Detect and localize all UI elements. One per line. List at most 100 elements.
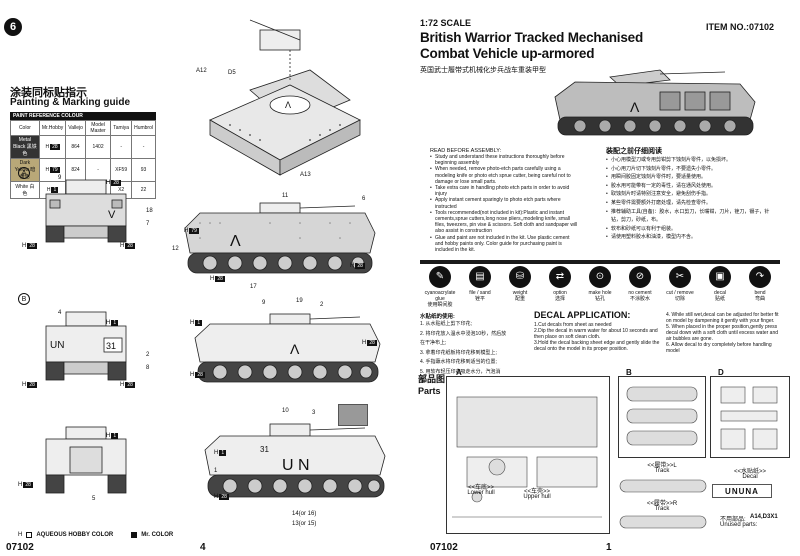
footer-page-number: 4 [200,542,206,553]
left-page: 6 涂装同标贴指示 Painting & Marking guide PAINT… [4,18,386,553]
list-item: 胶水用可能带有一定的毒性，请在通风处使用。 [606,182,778,191]
footer-page-number: 1 [606,542,612,553]
list-item: 某些零件需要额外打磨处理，请先检查零件。 [606,199,778,208]
track-r-drawing [619,515,707,529]
callout-13: 13(or 15) [292,521,317,527]
list-item: 3. 拿着印花纸板将印花移到模型上; [420,349,497,356]
col-modelmaster: Model Master [84,120,112,136]
callout-d5: D5 [228,70,236,76]
svg-text:Λ: Λ [230,233,241,250]
bend-icon: ↷ [749,266,771,288]
decal-label: Decal [742,474,758,480]
track-r-label: Track [654,506,670,512]
upper-hull-label: Upper hull [523,494,551,500]
read-before-list: Study and understand these instructions … [430,154,578,253]
lower-hull-label: Lower hull [467,490,495,496]
legend-h: H [18,532,23,538]
side-view-a-drawing: Λ [184,202,376,274]
decal-cn-title: 水贴纸的使用: [420,314,455,320]
sprue-a-frame [446,376,610,534]
callout-9b: 9 [262,300,266,306]
callout-2b: 2 [320,302,324,308]
file-icon: ▤ [469,266,491,288]
mr-color-swatch [131,532,138,538]
unused-parts-value: A14,D3X1 [750,514,778,520]
decal-en-left: 1.Cut decals from sheet as needed 2.Dip … [534,322,660,352]
svg-text:UN: UN [50,340,64,351]
col-vallejo: Vallejo [65,120,86,136]
list-item: 1. 从水贴纸上剪下印花; [420,321,472,327]
unused-parts-en: Unused parts: [720,522,758,528]
bend-symbol: ↷ bend 弯曲 [740,266,780,302]
sprue-d-drawing [720,386,778,450]
list-item: 1.Cut decals from sheet as needed [534,322,612,328]
sprue-a-drawing [452,396,602,518]
list-item: 4. 手指蘸水将印花移到适当的位置; [420,359,497,365]
scissors-icon: ✂ [669,266,691,288]
col-tamiya: Tamiya [110,120,133,136]
guide-title-cn: 涂装同标贴指示 [10,87,87,99]
weight-symbol: ⛁ weight 配重 [500,266,540,302]
symbol-legend: ✎ cyanoacrylate glue 使用瞬间胶 ▤ file / sand… [420,266,780,308]
list-item: Apply instant cement sparingly to photo … [430,197,578,209]
list-item: 小心用模型刀或专用剪钳剪下蚀刻片零件，以免损坏。 [606,156,778,165]
svg-text:Λ: Λ [630,99,640,115]
list-item: 请使用塑料胶水和油漆，模型内不含。 [606,233,778,242]
sprue-d-frame [710,376,790,458]
callout-1: 1 [214,468,218,474]
callout-6: 6 [362,196,366,202]
list-item: Take extra care in handling photo etch p… [430,185,578,197]
callout-9: 9 [58,175,62,181]
option-symbol: ⇄ option 选择 [540,266,580,302]
parts-title-cn: 部品图 [418,374,446,384]
svg-text:Λ: Λ [285,100,291,110]
callout-12: 12 [172,246,179,252]
list-item: Tools recommended(not included in kit):P… [430,210,578,235]
callout-11: 11 [282,193,289,199]
read-before-section: READ BEFORE ASSEMBLY: Study and understa… [430,148,578,253]
right-page: 1:72 SCALE ITEM NO.:07102 British Warrio… [400,0,800,556]
legend-mr-color: Mr. COLOR [141,532,174,538]
svg-text:U N: U N [282,457,310,474]
decal-icon: ▣ [709,266,731,288]
list-item: 4. While still wet,decal can be adjusted… [666,312,779,324]
side-view-b-drawing: Λ [194,313,381,383]
track-l-label: Track [654,468,670,474]
callout-8: 8 [146,365,150,371]
weight-icon: ⛁ [509,266,531,288]
track-drawing [619,479,707,493]
step-number: 6 [4,18,22,36]
sprue-b-label: B [626,368,632,377]
decal-application-title: DECAL APPLICATION: [534,310,631,320]
turret-assembly-drawing: Λ [209,19,361,176]
side-view-un-drawing: U N 31 [204,423,386,498]
make-hole-symbol: ⊙ make hole 钻孔 [580,266,620,302]
cn-notes-section: 装配之前仔细阅读 小心用模型刀或专用剪钳剪下蚀刻片零件，以免损坏。 小心用刀片切… [606,146,778,242]
list-item: 小心用刀片切下蚀刻片零件，不要遗失小零件。 [606,165,778,174]
col-color: Color [10,120,40,136]
callout-a12: A12 [196,68,207,74]
upper-hull-cn: <<车壳>> [523,489,551,495]
callout-19: 19 [296,298,303,304]
ref-table-header: PAINT REFERENCE COLOUR [10,112,156,120]
list-item: 5. 用软布轻压印花吸走水分，汽泡消失。 [420,368,501,385]
callout-3: 3 [312,410,316,416]
decal-cn: <<水贴纸>> [733,469,767,475]
no-cement-symbol: ⊘ no cement 不涂胶水 [620,266,660,302]
footer-code: 07102 [6,542,34,553]
rear-view-drawing [45,426,127,494]
decal-en-right: 4. While still wet,decal can be adjusted… [666,312,784,354]
track-r-cn: <<履带>>R [646,501,678,507]
cn-notes-list: 小心用模型刀或专用剪钳剪下蚀刻片零件，以免损坏。 小心用刀片切下蚀刻片零件，不要… [606,156,778,242]
decal-sheet: UNUNA [712,484,772,498]
svg-text:31: 31 [106,341,116,351]
